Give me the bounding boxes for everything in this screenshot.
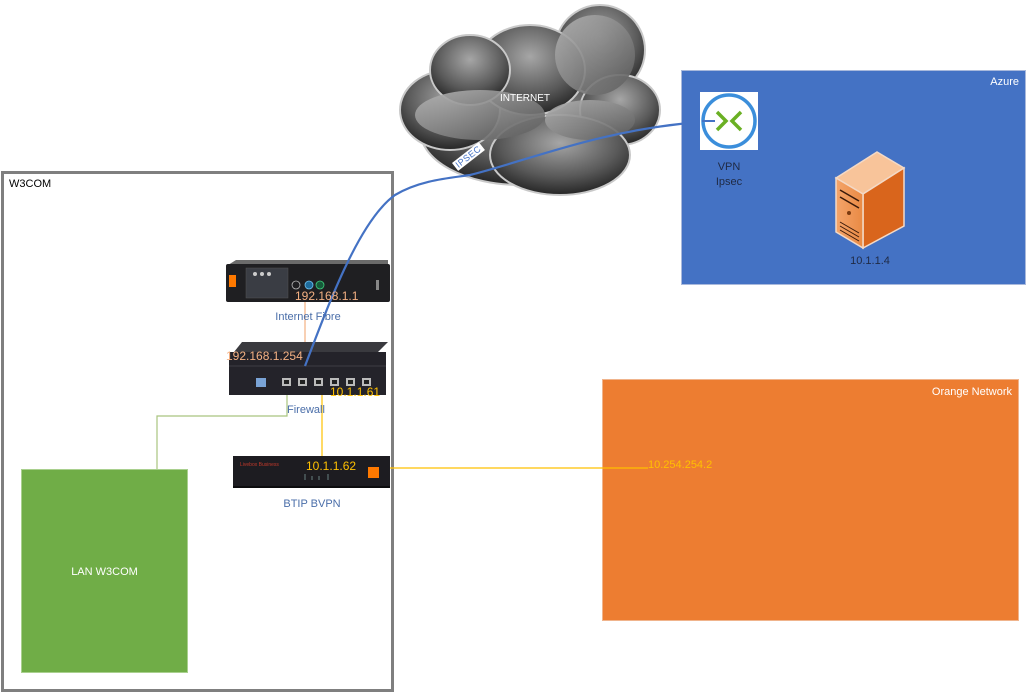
vpn-gateway-label-line1: VPN xyxy=(717,161,741,173)
lan-w3com-label: LAN W3COM xyxy=(71,566,138,578)
btip-label: BTIP BVPN xyxy=(283,498,341,510)
orange-endpoint-ip: 10.254.254.2 xyxy=(648,459,713,471)
w3com-zone-title: W3COM xyxy=(9,178,52,190)
internet-cloud-label: INTERNET xyxy=(500,93,550,104)
azure-server-ip: 10.1.1.4 xyxy=(850,255,890,267)
internet-box-ip: 192.168.1.1 xyxy=(295,289,359,303)
internet-box-label: Internet Fibre xyxy=(275,311,341,323)
firewall-lan-ip: 10.1.1.61 xyxy=(330,385,381,399)
internet-box-device-icon xyxy=(226,260,390,302)
firewall-device-icon xyxy=(229,342,388,395)
btip-brand-text: Livebox Business xyxy=(240,462,279,468)
orange-network-zone xyxy=(602,379,1019,621)
azure-zone-title: Azure xyxy=(990,76,1019,88)
lan-link xyxy=(156,386,288,469)
firewall-label: Firewall xyxy=(287,404,325,416)
orange-network-zone-title: Orange Network xyxy=(931,386,1012,398)
btip-bvpn-device-icon xyxy=(233,456,390,488)
ipsec-tunnel-link xyxy=(303,120,701,367)
firewall-wan-ip: 192.168.1.254 xyxy=(226,349,303,363)
btip-ip: 10.1.1.62 xyxy=(306,459,357,473)
vpn-gateway-label-line2: Ipsec xyxy=(715,176,743,188)
server-icon xyxy=(834,151,906,250)
lan-w3com-zone xyxy=(21,469,188,673)
vpn-gateway-icon xyxy=(700,92,758,150)
